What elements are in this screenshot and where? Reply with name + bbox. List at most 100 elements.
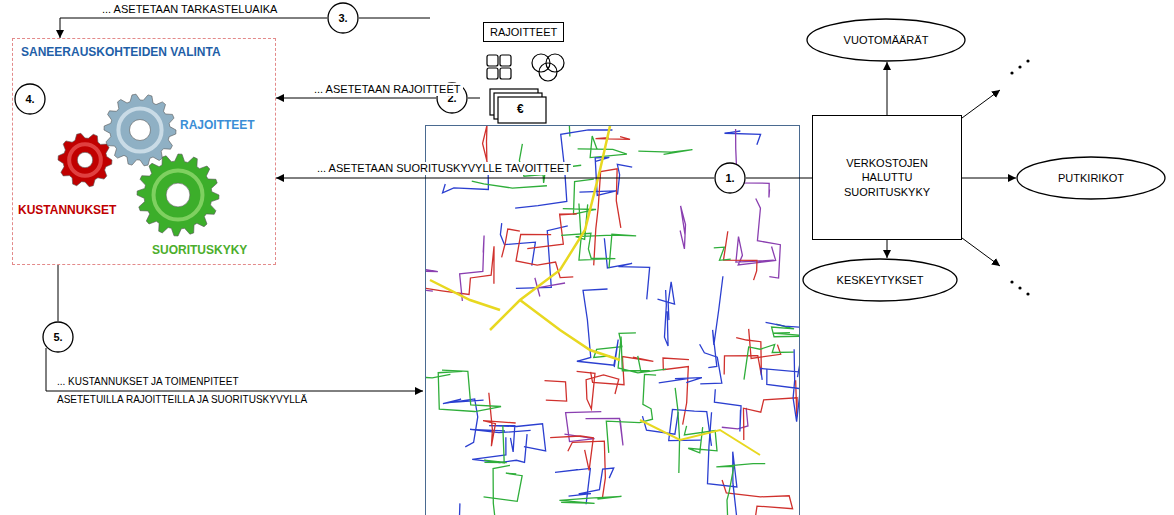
pipe-line bbox=[714, 389, 741, 431]
more-arrow bbox=[962, 90, 1000, 118]
pipe-line bbox=[516, 234, 573, 277]
node-text: PUTKIRIKOT bbox=[1058, 172, 1124, 184]
pipe-line bbox=[550, 436, 593, 470]
network-map bbox=[426, 126, 799, 515]
connector-arrow bbox=[58, 265, 59, 321]
callout-number: 5. bbox=[42, 321, 74, 353]
pipe-line bbox=[724, 338, 761, 376]
constraints-box: RAJOITTEET bbox=[480, 22, 574, 165]
circle-outline bbox=[15, 84, 45, 114]
gear-hole bbox=[77, 152, 92, 167]
pipe-line bbox=[426, 256, 438, 291]
gear-symbol bbox=[137, 154, 219, 236]
pipe-line bbox=[569, 468, 614, 496]
callout-number: 4. bbox=[14, 83, 46, 115]
pipe-line bbox=[680, 206, 685, 249]
grid-icon bbox=[487, 68, 498, 79]
gear-symbol bbox=[58, 133, 112, 186]
pipe-line bbox=[669, 409, 712, 446]
pipe-line bbox=[577, 371, 619, 409]
pipe-line bbox=[472, 434, 527, 462]
gear-body bbox=[137, 154, 219, 236]
pipe-line bbox=[717, 480, 792, 515]
gear-ring bbox=[118, 108, 161, 151]
input-stub-line bbox=[359, 18, 430, 19]
pipe-line bbox=[545, 381, 567, 402]
pipe-line bbox=[460, 236, 484, 301]
pipe-line bbox=[640, 420, 760, 455]
connector-label: ... ASETETAAN TARKASTELUAIKA bbox=[100, 3, 279, 16]
gear-body bbox=[104, 94, 176, 166]
dot bbox=[1026, 292, 1029, 295]
node-text: SANEERAUSKOHTEIDEN VALINTA bbox=[21, 45, 267, 59]
node-text: VUOTOMÄÄRÄT bbox=[844, 34, 929, 46]
pipe-line bbox=[708, 276, 723, 367]
dot bbox=[1018, 65, 1021, 68]
gear-symbol bbox=[104, 94, 176, 166]
outcome-ellipse: VUOTOMÄÄRÄT bbox=[806, 18, 966, 62]
pipe-line bbox=[483, 393, 516, 446]
pipe-line bbox=[684, 426, 717, 453]
pipe-line bbox=[756, 199, 781, 279]
gear-hole bbox=[166, 183, 190, 207]
venn-icon bbox=[539, 63, 557, 81]
pipe-line bbox=[761, 363, 799, 380]
pipe-line bbox=[743, 380, 797, 440]
result-label: ... KUSTANNUKSET JA TOIMENPITEET bbox=[57, 376, 239, 388]
pipe-line bbox=[443, 399, 484, 447]
callout-text: 1. bbox=[725, 172, 734, 184]
circle-outline bbox=[328, 3, 358, 33]
pipe-line bbox=[618, 337, 666, 373]
grid-icon bbox=[500, 55, 511, 66]
pipe-line bbox=[585, 418, 623, 445]
callout-text: 5. bbox=[53, 331, 62, 343]
ellipse-outline bbox=[1017, 157, 1165, 199]
pipe-line bbox=[559, 496, 621, 503]
dot bbox=[1010, 280, 1013, 283]
dot bbox=[1026, 59, 1029, 62]
pipe-line bbox=[490, 126, 610, 330]
connector-arrow bbox=[276, 98, 436, 99]
currency-symbol: € bbox=[517, 102, 524, 116]
pipe-line bbox=[472, 181, 547, 188]
gear-label: SUORITUSKYKY bbox=[152, 243, 247, 257]
pipe-line bbox=[657, 282, 674, 320]
pipe-line bbox=[484, 473, 523, 501]
more-arrow bbox=[962, 238, 1000, 266]
pipe-line bbox=[470, 429, 531, 432]
callout-text: 4. bbox=[25, 93, 34, 105]
pipe-line bbox=[535, 278, 565, 297]
connector-arrow bbox=[276, 178, 714, 179]
connector-label: ... ASETETAAN RAJOITTEET bbox=[312, 83, 463, 96]
selection-panel: SANEERAUSKOHTEIDEN VALINTA 4. bbox=[12, 38, 276, 265]
pipe-line bbox=[659, 378, 702, 383]
pipe-line bbox=[527, 214, 577, 249]
pipe-line bbox=[723, 231, 756, 280]
connector-label: ... ASETETAAN SUORITUSKYVYLLE TAVOITTEET bbox=[315, 162, 573, 175]
pipe-line bbox=[489, 424, 546, 452]
pipe-line bbox=[700, 344, 722, 384]
pipe-line bbox=[767, 349, 799, 421]
pipe-line bbox=[617, 164, 632, 194]
pipe-line bbox=[577, 289, 618, 367]
connector-arrow bbox=[746, 178, 812, 179]
pipe-line bbox=[493, 465, 528, 515]
outcome-ellipse: KESKEYTYKSET bbox=[802, 258, 958, 302]
pipe-line bbox=[675, 388, 679, 473]
pipe-line bbox=[766, 303, 799, 332]
connector-arrow bbox=[887, 240, 888, 258]
node-text: RAJOITTEET bbox=[483, 22, 564, 42]
gear-hole bbox=[130, 120, 151, 141]
callout-text: 3. bbox=[338, 12, 347, 24]
pipe-line bbox=[500, 223, 535, 266]
gear-label: KUSTANNUKSET bbox=[18, 203, 116, 217]
pipe-line bbox=[638, 150, 692, 155]
result-label: ASETETUILLA RAJOITTEILLA JA SUORITUSKYVY… bbox=[57, 394, 307, 406]
connector-arrow bbox=[962, 178, 1016, 179]
performance-box: VERKOSTOJEN HALUTTU SUORITUSKYKY bbox=[812, 115, 962, 240]
pipe-line bbox=[520, 300, 620, 360]
outcome-ellipse: PUTKIRIKOT bbox=[1016, 156, 1166, 200]
